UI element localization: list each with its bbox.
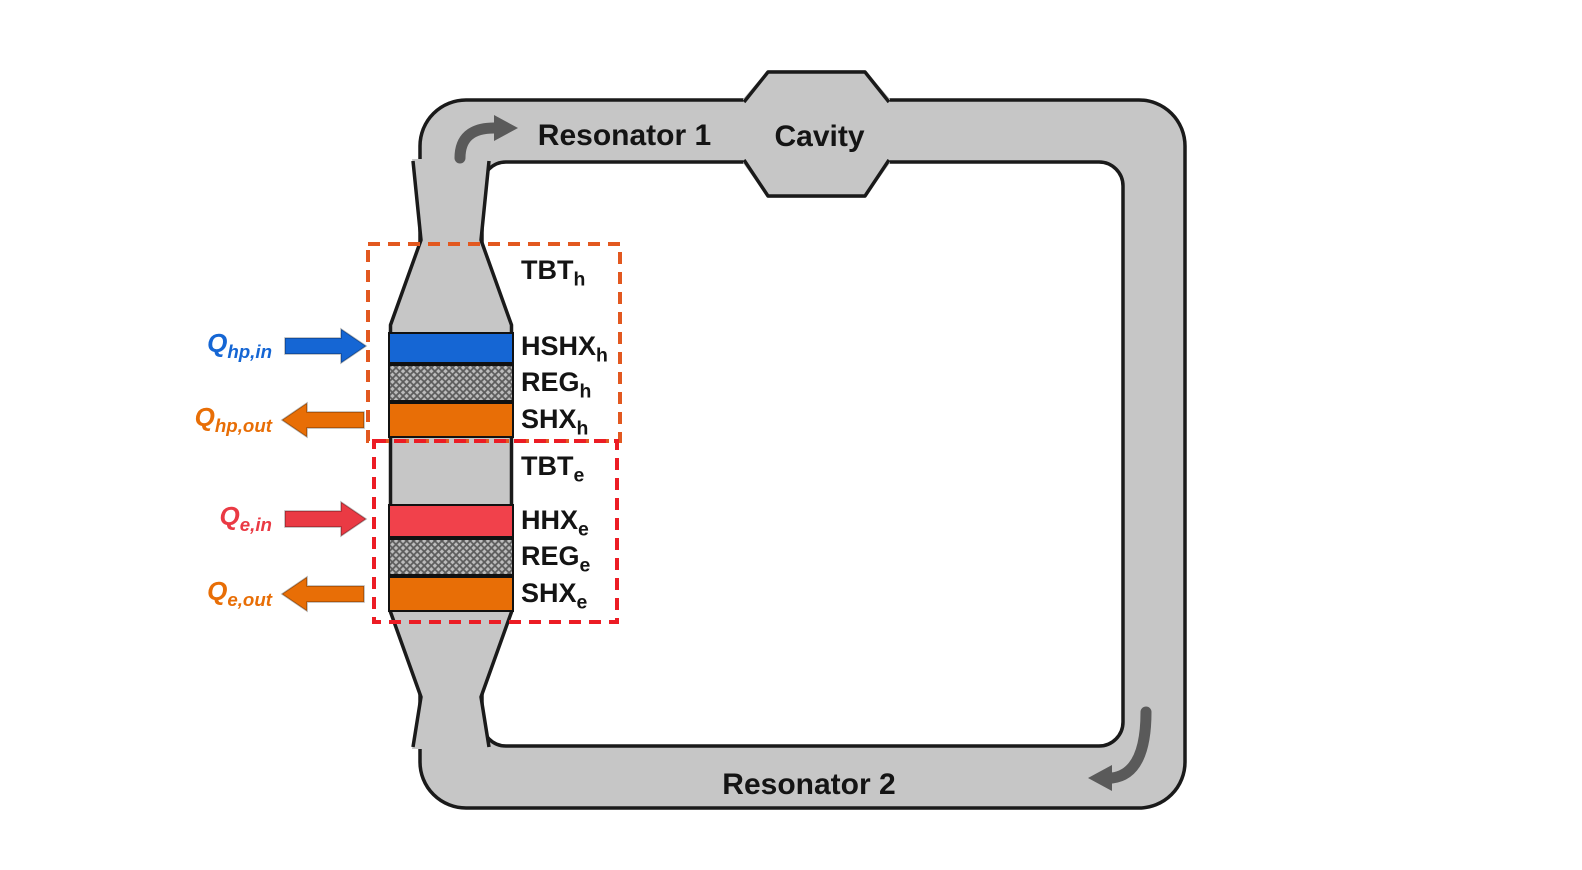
heat-pump-dashed-box: [366, 242, 622, 443]
tbt-e-label: TBTe: [521, 451, 584, 487]
resonator1-label: Resonator 1: [537, 119, 712, 152]
hshx-h-band: [388, 332, 514, 364]
shx-h-band: [388, 402, 514, 438]
tbt-e-sub: e: [573, 464, 585, 487]
cavity-label: Cavity: [774, 120, 865, 153]
q-hp-in-sub: hp,in: [227, 341, 272, 363]
q-e-out-arrow: [280, 575, 365, 613]
cavity-bulge: [743, 70, 890, 198]
shx-h-main: SHX: [521, 404, 577, 434]
q-e-out-sub: e,out: [227, 589, 272, 611]
q-e-in-arrow: [284, 500, 368, 538]
hhx-e-sub: e: [578, 518, 589, 541]
hhx-e-label: HHXe: [521, 505, 589, 541]
reg-e-main: REG: [521, 541, 580, 571]
tbt-h-sub: h: [573, 268, 586, 291]
core-column-left-edge: [388, 160, 423, 748]
cavity-outline-top: [742, 70, 891, 104]
shx-h-label: SHXh: [521, 404, 588, 440]
shx-e-main: SHX: [521, 578, 577, 608]
q-hp-out-label: Qhp,out: [140, 402, 272, 437]
q-hp-out-sub: hp,out: [214, 415, 272, 437]
shx-h-sub: h: [576, 417, 589, 440]
q-e-in-label: Qe,in: [140, 501, 272, 536]
core-column-right-edge: [479, 160, 514, 748]
hshx-h-label: HSHXh: [521, 331, 608, 367]
q-e-out-label: Qe,out: [140, 576, 272, 611]
tbt-h-label: TBTh: [521, 255, 585, 291]
hshx-h-main: HSHX: [521, 331, 597, 361]
tbt-h-main: TBT: [521, 255, 574, 285]
tbt-e-main: TBT: [521, 451, 574, 481]
reg-e-label: REGe: [521, 541, 590, 577]
flow-direction-top-arrowhead: [494, 115, 518, 141]
q-e-in-sub: e,in: [239, 514, 272, 536]
hhx-e-band: [388, 504, 514, 538]
q-hp-out-arrow: [280, 401, 365, 439]
shx-e-label: SHXe: [521, 578, 587, 614]
q-hp-in-main: Q: [207, 328, 228, 358]
reg-h-label: REGh: [521, 367, 591, 403]
hshx-h-sub: h: [596, 344, 608, 367]
hhx-e-main: HHX: [521, 505, 579, 535]
reg-e-sub: e: [579, 554, 591, 577]
shx-e-band: [388, 576, 514, 612]
shx-e-sub: e: [576, 591, 588, 614]
reg-e-band: [388, 538, 514, 576]
q-e-in-main: Q: [219, 501, 240, 531]
flow-direction-bottom-arrowhead: [1088, 765, 1112, 791]
q-hp-in-arrow: [284, 327, 368, 365]
engine-dashed-box: [372, 439, 619, 624]
reg-h-band: [388, 364, 514, 402]
flow-direction-bottom-arrow: [1106, 706, 1152, 784]
reg-h-main: REG: [521, 367, 580, 397]
q-hp-out-main: Q: [194, 402, 215, 432]
reg-h-sub: h: [579, 380, 592, 403]
resonator2-label: Resonator 2: [722, 768, 896, 801]
q-hp-in-label: Qhp,in: [140, 328, 272, 363]
cavity-outline-bottom: [742, 159, 891, 198]
flow-direction-top-arrow: [454, 122, 500, 164]
q-e-out-main: Q: [207, 576, 228, 606]
